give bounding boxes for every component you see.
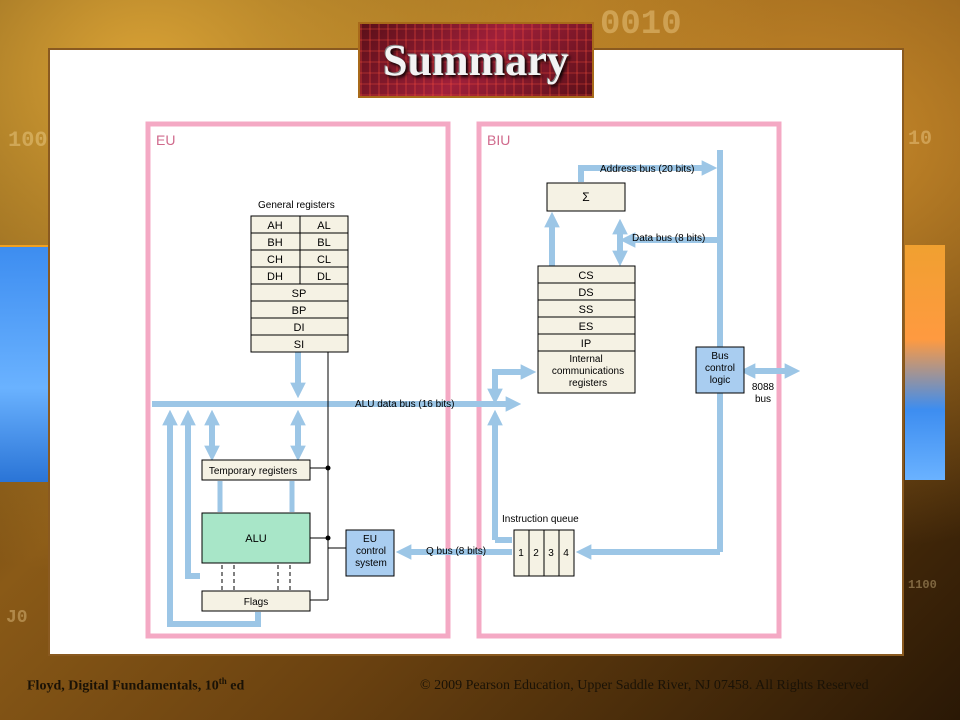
eu-control-line-3: system	[355, 558, 387, 569]
gr-dh-label: DH	[267, 271, 283, 283]
seg-cs-label: CS	[578, 270, 593, 282]
biu-frame	[476, 121, 782, 639]
gr-bh-label: BH	[267, 237, 282, 249]
data-bus-label: Data bus (8 bits)	[632, 233, 705, 244]
address-bus-label: Address bus (20 bits)	[600, 164, 695, 175]
seg-ss-label: SS	[579, 304, 594, 316]
eu-frame	[145, 121, 451, 639]
queue-cell-4	[558, 529, 575, 577]
alu-bus-to-internal-comm	[487, 364, 537, 405]
background-digits-2: 0010	[600, 6, 682, 44]
background-digits-4: 10	[908, 128, 933, 151]
bus-control-logic-box	[695, 346, 745, 394]
q-bus-label: Q bus (8 bits)	[426, 546, 486, 557]
sigma-symbol: Σ	[582, 190, 589, 204]
flags-label: Flags	[244, 597, 268, 608]
bus8088-line-2: bus	[755, 394, 771, 405]
decorative-panel-right	[905, 245, 945, 480]
queue-cell-3-label: 3	[548, 548, 554, 559]
background-digits-5: J0	[6, 608, 28, 628]
title-banner: Summary	[358, 22, 594, 98]
gr-cl-label: CL	[317, 254, 331, 266]
bus8088-line-1: 8088	[752, 382, 775, 393]
footer-book-text: Floyd, Digital Fundamentals, 10	[27, 678, 219, 694]
flags-loop-1	[162, 409, 261, 627]
bus-control-line-1: Bus	[711, 351, 728, 362]
biu-label: BIU	[487, 132, 510, 148]
decorative-panel-left	[0, 245, 50, 482]
eu-control-line-1: EU	[363, 534, 377, 545]
bus-control-line-2: control	[705, 363, 735, 374]
alu-output-loop	[180, 409, 200, 579]
alu-label: ALU	[245, 533, 266, 545]
alu-data-bus-label: ALU data bus (16 bits)	[355, 399, 455, 410]
instruction-queue-title: Instruction queue	[502, 514, 579, 525]
flags-box	[201, 590, 311, 612]
control-junction-2	[325, 535, 331, 541]
gr-ch-label: CH	[267, 254, 283, 266]
footer-edition-suffix: ed	[226, 678, 245, 694]
seg-es-label: ES	[579, 321, 594, 333]
internal-comm-line-3: registers	[569, 378, 607, 389]
gr-dl-label: DL	[317, 271, 331, 283]
queue-cell-1-label: 1	[518, 548, 524, 559]
slide-title: Summary	[383, 35, 569, 85]
footer-copyright: © 2009 Pearson Education, Upper Saddle R…	[420, 678, 869, 693]
queue-cell-2-label: 2	[533, 548, 539, 559]
eu-control-line-2: control	[356, 546, 386, 557]
gr-si-label: SI	[294, 339, 304, 351]
gr-di-label: DI	[294, 322, 305, 334]
gr-al-label: AL	[317, 220, 330, 232]
seg-ds-label: DS	[578, 287, 593, 299]
internal-comm-line-1: Internal	[569, 354, 602, 365]
footer-edition-sup: th	[218, 676, 227, 686]
gr-ah-label: AH	[267, 220, 282, 232]
seg-ip-label: IP	[581, 338, 591, 350]
temporary-registers-box	[201, 459, 311, 481]
gr-bp-label: BP	[292, 305, 307, 317]
bus-control-line-3: logic	[710, 375, 731, 386]
sigma-adder-box	[546, 182, 626, 212]
eu-control-system-box	[345, 529, 395, 577]
temporary-registers-label: Temporary registers	[209, 466, 297, 477]
background-digits-3: 1100	[908, 578, 937, 592]
internal-comm-registers-box	[537, 350, 636, 394]
general-registers-title: General registers	[258, 200, 335, 211]
internal-comm-line-2: communications	[552, 366, 624, 377]
footer-book-title: Floyd, Digital Fundamentals, 10th ed	[27, 676, 244, 695]
control-junction-1	[325, 465, 331, 471]
gr-sp-label: SP	[292, 288, 307, 300]
eu-label: EU	[156, 132, 175, 148]
address-bus	[578, 160, 718, 182]
gr-si	[250, 334, 349, 353]
queue-cell-4-label: 4	[563, 548, 569, 559]
gr-bl-label: BL	[317, 237, 330, 249]
alu-box	[201, 512, 311, 564]
